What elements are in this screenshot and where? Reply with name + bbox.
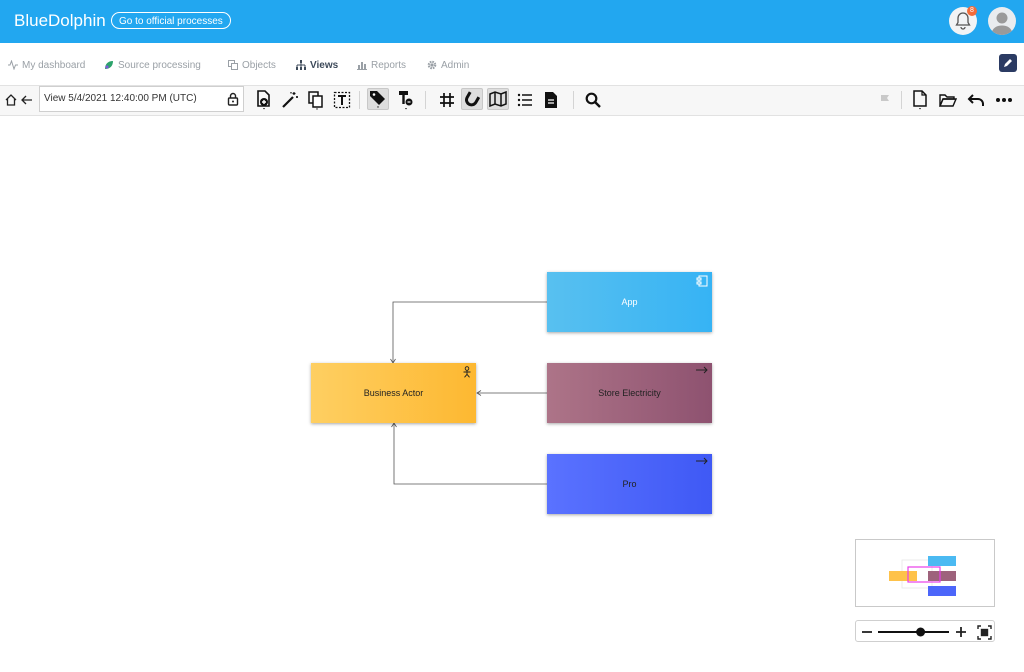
- node-store-electricity[interactable]: Store Electricity: [547, 363, 712, 423]
- node-label: App: [621, 297, 638, 307]
- snap-magnet-button[interactable]: [461, 88, 483, 110]
- minimap[interactable]: [855, 539, 995, 607]
- flag-icon: [881, 95, 889, 106]
- zoom-control: [855, 620, 995, 642]
- leaf-icon: [105, 61, 113, 69]
- toolbar-separator: [901, 91, 902, 109]
- view-name-text: View 5/4/2021 12:40:00 PM (UTC): [44, 93, 197, 104]
- fit-to-screen-icon[interactable]: [977, 625, 992, 640]
- tag-button[interactable]: [367, 88, 389, 110]
- map-button[interactable]: [487, 88, 509, 110]
- connector-pro-to-actor[interactable]: [393, 423, 558, 485]
- arrow-right-icon: [696, 457, 708, 465]
- grid-icon: [440, 93, 454, 107]
- nav-views[interactable]: Views: [296, 58, 338, 72]
- map-icon: [489, 91, 507, 107]
- list-button[interactable]: [514, 89, 536, 111]
- edit-button[interactable]: [999, 54, 1017, 72]
- nav-my-dashboard[interactable]: My dashboard: [8, 58, 85, 72]
- add-object-button[interactable]: [253, 89, 275, 111]
- open-folder-button[interactable]: [937, 89, 959, 111]
- duplicate-button[interactable]: [305, 89, 327, 111]
- brand-logo[interactable]: BlueDolphin: [14, 11, 106, 30]
- undo-button[interactable]: [965, 89, 987, 111]
- document-icon: [545, 92, 557, 108]
- connector-app-to-actor[interactable]: [392, 301, 558, 363]
- nav-admin[interactable]: Admin: [427, 58, 469, 72]
- toolbar-separator: [573, 91, 574, 109]
- back-button[interactable]: [16, 89, 38, 111]
- pencil-icon: [1004, 59, 1012, 67]
- home-button[interactable]: [0, 89, 22, 111]
- user-icon: [991, 12, 1013, 35]
- actor-icon: [463, 366, 471, 378]
- node-label: Pro: [622, 479, 637, 489]
- application-component-icon: [696, 275, 708, 287]
- nav-label: Reports: [371, 59, 407, 71]
- nav-label: Admin: [441, 59, 470, 71]
- search-icon: [585, 92, 601, 108]
- arrowhead: [391, 422, 397, 428]
- nav-objects[interactable]: Objects: [228, 58, 276, 72]
- list-icon: [517, 93, 532, 107]
- more-horizontal-icon: [996, 98, 1012, 102]
- app-header: BlueDolphin Go to official processes 8: [0, 0, 1024, 43]
- go-to-official-processes-button[interactable]: Go to official processes: [111, 12, 231, 29]
- view-name-field[interactable]: View 5/4/2021 12:40:00 PM (UTC): [39, 86, 244, 112]
- new-file-icon: [913, 90, 927, 110]
- notification-badge: 8: [967, 6, 977, 16]
- node-business-actor[interactable]: Business Actor: [311, 363, 476, 423]
- text-box-button[interactable]: [331, 89, 353, 111]
- format-painter-button[interactable]: [395, 89, 417, 111]
- arrow-right-icon: [696, 366, 708, 374]
- minimap-preview: [889, 556, 956, 596]
- new-view-button[interactable]: [909, 89, 931, 111]
- toolbar-separator: [425, 91, 426, 109]
- objects-icon: [228, 60, 238, 70]
- nav-reports[interactable]: Reports: [357, 58, 406, 72]
- toolbar-separator: [359, 91, 360, 109]
- more-options-button[interactable]: [993, 89, 1015, 111]
- zoom-slider-thumb[interactable]: [916, 627, 926, 637]
- magic-wand-icon: [282, 92, 298, 108]
- node-label: Store Electricity: [598, 388, 661, 398]
- zoom-in-icon[interactable]: [956, 627, 966, 637]
- nav-label: Objects: [242, 59, 276, 71]
- chart-icon: [357, 62, 367, 70]
- paint-roller-icon: [399, 91, 413, 110]
- nav-label: Views: [310, 59, 339, 71]
- text-box-icon: [333, 91, 351, 109]
- nav-label: My dashboard: [22, 59, 86, 71]
- folder-open-icon: [939, 94, 957, 107]
- search-button[interactable]: [582, 89, 604, 111]
- node-label: Business Actor: [363, 388, 424, 398]
- arrowhead: [476, 390, 482, 396]
- magnet-icon: [465, 91, 480, 107]
- arrow-left-icon: [21, 95, 32, 105]
- copy-icon: [308, 91, 323, 110]
- home-icon: [5, 94, 17, 106]
- flag-button[interactable]: [874, 89, 896, 111]
- nav-source-processing[interactable]: Source processing: [104, 58, 201, 72]
- grid-button[interactable]: [436, 89, 458, 111]
- node-app[interactable]: App: [547, 272, 712, 332]
- lock-icon[interactable]: [227, 92, 239, 106]
- bell-icon: [955, 12, 971, 30]
- pulse-icon: [8, 60, 18, 70]
- nav-label: Source processing: [118, 59, 201, 71]
- document-button[interactable]: [540, 89, 562, 111]
- magic-wand-button[interactable]: [279, 89, 301, 111]
- user-avatar[interactable]: [988, 7, 1016, 35]
- tag-icon: [370, 91, 385, 108]
- undo-icon: [967, 94, 984, 106]
- add-document-icon: [257, 90, 270, 110]
- main-nav: My dashboard Source processing Objects V…: [0, 43, 1024, 85]
- views-icon: [296, 60, 306, 70]
- gear-icon: [427, 60, 437, 70]
- node-pro[interactable]: Pro: [547, 454, 712, 514]
